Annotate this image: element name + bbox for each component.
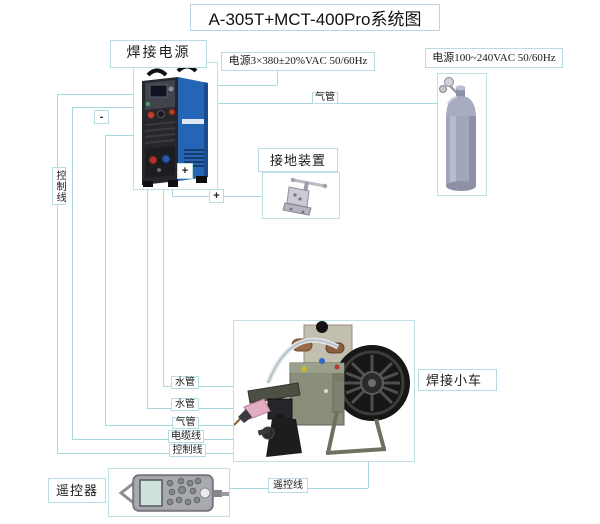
- water-line1-vertical-segment: [163, 188, 164, 386]
- control-line-top-segment: [57, 94, 140, 95]
- water-pipe-2-text: 水管: [175, 398, 195, 410]
- plus-terminal-ground-text: +: [213, 189, 220, 202]
- welding-machine-icon: [142, 64, 208, 187]
- welding-power-source-image: [133, 62, 218, 190]
- cable-line-text: 电缆线: [171, 430, 201, 442]
- plus-ground-stub: [172, 188, 173, 196]
- control-line-label: 控制线: [169, 444, 206, 457]
- power-spec-left-drop: [277, 71, 278, 85]
- remote-line-vertical: [368, 462, 369, 488]
- gas-pipe-bottom-label: 气管: [172, 417, 199, 429]
- water-pipe-2-label: 水管: [171, 398, 199, 411]
- gas-pipe-top-label: 气管: [312, 92, 338, 104]
- cable-line-label: 电缆线: [168, 430, 204, 443]
- control-line-text: 控制线: [172, 444, 203, 456]
- remote-line-text: 遥控线: [273, 479, 303, 491]
- ground-device-label-text: 接地装置: [269, 152, 326, 168]
- power-spec-left-text: 电源3×380±20%VAC 50/60Hz: [228, 55, 368, 67]
- ground-clamp-icon: [282, 177, 328, 216]
- water-pipe-1-text: 水管: [175, 376, 195, 388]
- gas-line-bottom-segment: [105, 425, 233, 426]
- plus-terminal-machine-text: +: [181, 164, 189, 177]
- remote-line-label: 遥控线: [268, 478, 308, 493]
- cable-line-vertical-segment: [72, 107, 73, 439]
- ground-device-label: 接地装置: [258, 148, 338, 172]
- gas-cylinder-image: [437, 73, 487, 196]
- gas-cylinder-icon: [439, 77, 476, 191]
- gas-pipe-top-text: 气管: [315, 92, 335, 103]
- control-line-vertical-segment: [57, 94, 58, 453]
- control-line-bottom-segment: [57, 453, 233, 454]
- gas-pipe-bottom-text: 气管: [175, 417, 196, 428]
- remote-control-image: [108, 468, 230, 517]
- cable-line-bottom-segment: [72, 439, 233, 440]
- gas-line-vertical-segment: [105, 135, 106, 425]
- power-spec-right-text: 电源100~240VAC 50/60Hz: [432, 51, 556, 64]
- remote-label: 遥控器: [48, 478, 106, 503]
- remote-label-text: 遥控器: [55, 483, 98, 498]
- water-line2-vertical-segment: [147, 188, 148, 408]
- wire-spool-icon: [334, 345, 410, 421]
- welding-carriage-icon: [234, 321, 410, 457]
- power-spec-left-line: [218, 85, 277, 86]
- power-spec-right-label: 电源100~240VAC 50/60Hz: [425, 48, 563, 68]
- page-title: A-305T+MCT-400Pro系统图: [190, 4, 440, 31]
- cable-line-top-segment: [72, 107, 140, 108]
- plus-terminal-ground-label: +: [209, 189, 224, 203]
- welding-power-label-text: 焊接电源: [126, 46, 191, 61]
- control-line-vertical-text: 控制线: [54, 169, 65, 203]
- carriage-label: 焊接小车: [418, 369, 497, 391]
- control-line-vertical-label: 控制线: [52, 167, 66, 205]
- ground-device-image: [262, 172, 340, 219]
- minus-terminal-label: -: [94, 110, 109, 124]
- gas-line-top-segment: [105, 135, 140, 136]
- remote-control-icon: [118, 474, 229, 512]
- plus-terminal-machine-label: +: [177, 163, 193, 179]
- welding-carriage-image: [233, 320, 415, 462]
- power-spec-left-label: 电源3×380±20%VAC 50/60Hz: [221, 52, 375, 71]
- welding-power-label: 焊接电源: [110, 40, 207, 68]
- minus-terminal-text: -: [99, 110, 104, 123]
- carriage-label-text: 焊接小车: [426, 372, 483, 388]
- water-pipe-1-label: 水管: [171, 376, 199, 389]
